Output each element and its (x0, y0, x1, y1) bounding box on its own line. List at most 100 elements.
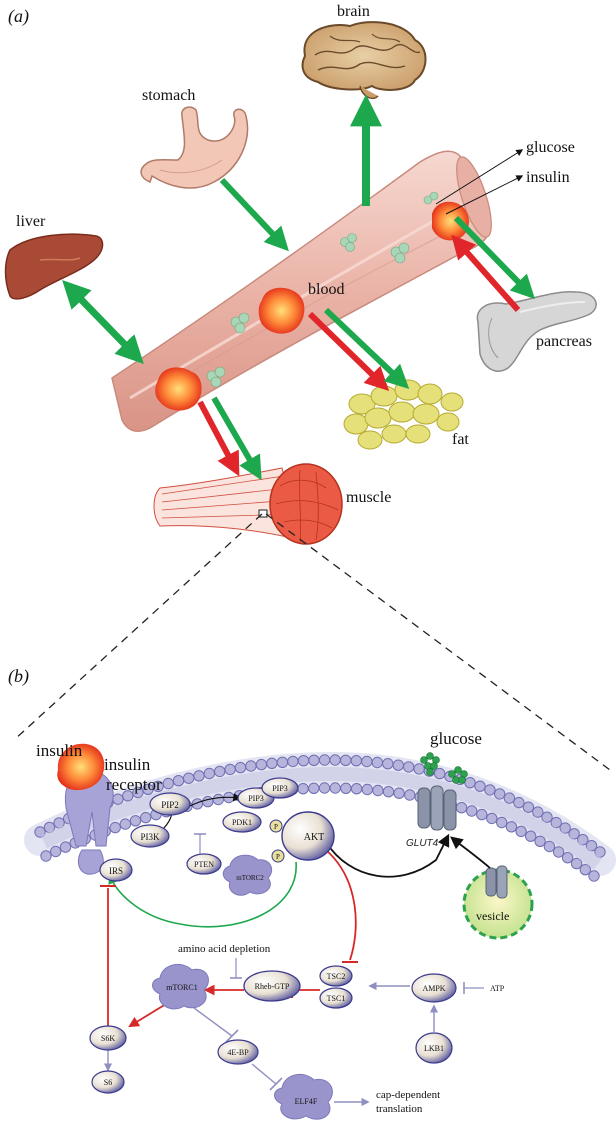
node-pten: PTEN (186, 853, 222, 875)
membrane-lipid-head (122, 790, 134, 802)
membrane-lipid-head (172, 775, 185, 787)
fat-label: fat (452, 431, 469, 448)
svg-text:PIP2: PIP2 (161, 800, 179, 810)
membrane-lipid-head (119, 818, 132, 830)
membrane-lipid-head (382, 758, 394, 770)
membrane-lipid-head (224, 763, 236, 776)
node-mtorc2: mTORC2 (222, 854, 273, 896)
membrane-lipid-head (266, 757, 278, 769)
svg-text:mTORC2: mTORC2 (236, 874, 264, 882)
glucose-cluster-1 (206, 366, 226, 388)
membrane-lipid-head (214, 765, 226, 778)
arrow-stomach-blood (219, 177, 289, 252)
membrane-lipid-head (476, 808, 488, 821)
stomach-icon (140, 106, 249, 189)
node-tsc2: TSC2 (319, 965, 353, 987)
node-irs: IRS (99, 858, 133, 882)
arrow-pancreas-blood-red (451, 234, 521, 312)
membrane-lipid-head (361, 755, 373, 768)
insulin-blob-3 (432, 201, 469, 241)
svg-text:PI3K: PI3K (140, 832, 160, 842)
membrane-lipid-head (522, 801, 535, 813)
vesicle (462, 865, 534, 940)
membrane-lipid-head (382, 786, 395, 798)
membrane-lipid-head (245, 760, 257, 772)
muscle-label: muscle (346, 489, 391, 506)
fat-icon (343, 379, 464, 450)
membrane-lipid-head (112, 793, 124, 805)
membrane-lipid-head (503, 792, 516, 804)
insulin-label-b: insulin (36, 741, 83, 760)
glucose-cluster-5 (423, 191, 439, 205)
arrow-blood-muscle-green (211, 396, 262, 481)
glucose-cluster-4 (390, 242, 410, 264)
pancreas-label: pancreas (536, 333, 592, 350)
membrane-lipid-head (202, 795, 214, 808)
membrane-lipid-head (59, 841, 72, 853)
node-4e-bp: 4E-BP (217, 1039, 259, 1065)
membrane-lipid-head (40, 850, 52, 862)
insulin-legend-arrow (445, 175, 524, 215)
liver-label: liver (16, 213, 46, 230)
svg-text:AKT: AKT (304, 832, 325, 843)
membrane-lipid-head (505, 821, 518, 833)
membrane-lipid-head (234, 761, 247, 774)
membrane-lipid-head (162, 777, 175, 790)
membrane-lipid-head (193, 770, 205, 782)
panel-b-label: (b) (8, 666, 29, 687)
membrane-lipid-head (318, 754, 331, 766)
membrane-lipid-head (297, 755, 310, 767)
membrane-lipid-head (255, 758, 268, 771)
membrane-lipid-head (515, 825, 527, 838)
membrane-lipid-head (308, 754, 320, 766)
node-s6k: S6K (89, 1025, 127, 1051)
muscle-icon (153, 463, 343, 545)
membrane-lipid-head (212, 793, 225, 806)
membrane-lipid-head (329, 782, 341, 794)
arrow-blood-muscle-red (197, 400, 240, 477)
arrow-blood-fat-red (307, 311, 390, 392)
membrane-lipid-head (297, 783, 309, 795)
node-pip2: PIP2 (149, 792, 191, 816)
insulin-blob-2 (258, 287, 305, 334)
glucose-cluster-2 (230, 312, 250, 334)
svg-text:P: P (274, 823, 278, 831)
node-lkb1: LKB1 (415, 1032, 453, 1064)
membrane-lipid-head (486, 812, 498, 825)
membrane-lipid-head (525, 830, 537, 842)
membrane-lipid-head (494, 788, 506, 800)
membrane-lipid-head (340, 782, 352, 794)
membrane-lipid-head (552, 846, 565, 858)
membrane-lipid-head (142, 783, 154, 795)
svg-text:S6: S6 (104, 1078, 112, 1087)
arrow-blood-fat-green (323, 307, 410, 389)
membrane-lipid-head (372, 784, 384, 797)
node-p2: P (271, 849, 285, 863)
organ-flux-arrows (62, 94, 536, 481)
glucose-label-b: glucose (430, 729, 482, 748)
node-ampk: AMPK (411, 973, 457, 1003)
node-pi3k: PI3K (130, 824, 170, 848)
membrane-lipid-head (579, 864, 591, 876)
arrow-liver-blood (62, 279, 144, 365)
svg-text:4E-BP: 4E-BP (227, 1048, 249, 1057)
membrane-lipid-head (371, 756, 383, 769)
svg-text:P: P (276, 853, 280, 861)
membrane-lipid-head (464, 777, 476, 789)
membrane-lipid-head (152, 780, 164, 792)
svg-text:ELF4F: ELF4F (295, 1097, 318, 1106)
node-pip3b: PIP3 (261, 777, 299, 799)
glut4-label: GLUT4 (406, 838, 439, 849)
zoom-line-left (13, 513, 263, 741)
membrane-lipid-head (140, 811, 152, 824)
insulin-receptor-label-2: receptor (106, 775, 162, 794)
pathway-edges (100, 793, 491, 1107)
svg-text:AMPK: AMPK (422, 984, 445, 993)
glucose-legend: glucose (526, 139, 575, 156)
membrane-lipid-head (550, 816, 562, 829)
membrane-lipid-head (109, 821, 121, 834)
svg-text:LKB1: LKB1 (424, 1044, 444, 1053)
membrane-lipid-head (329, 754, 341, 766)
